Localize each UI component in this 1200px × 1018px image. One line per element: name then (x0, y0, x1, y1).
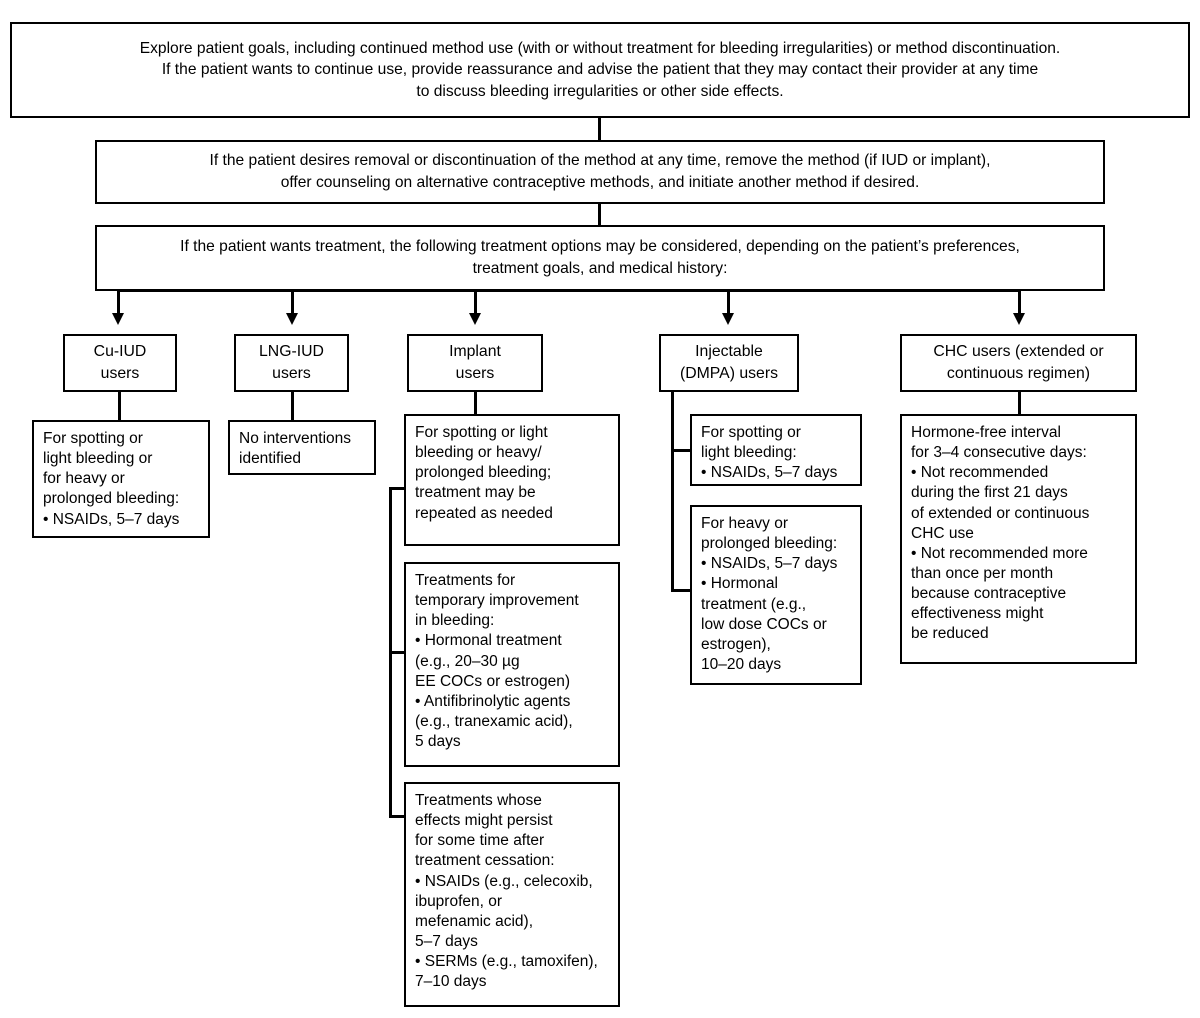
column-header-cu-iud-users: Cu-IUD users (63, 334, 177, 392)
connector-removal-to-treatment (598, 204, 601, 225)
column-header-implant-users-text: Implant users (449, 343, 501, 382)
node-implant-persistent-effects: Treatments whose effects might persist f… (404, 782, 620, 1007)
column-header-cu-iud-users-text: Cu-IUD users (93, 343, 147, 382)
connector-bus-to-implant (474, 289, 477, 315)
column-header-lng-iud-users: LNG-IUD users (234, 334, 349, 392)
connector-implant-to-box1 (474, 392, 477, 414)
node-injectable-spotting-text: For spotting or light bleeding: • NSAIDs… (701, 424, 838, 482)
arrowhead-cu-iud (112, 313, 124, 325)
node-lng-iud-no-interventions-text: No interventions identified (239, 430, 352, 468)
arrowhead-injectable (722, 313, 734, 325)
node-lng-iud-no-interventions: No interventions identified (228, 420, 376, 475)
connector-implant-bracket-stub-3 (389, 815, 406, 818)
column-header-implant-users: Implant users (407, 334, 543, 392)
column-header-chc-users-text: CHC users (extended or continuous regime… (933, 343, 1104, 382)
connector-bus-to-injectable (727, 289, 730, 315)
connector-implant-bracket-stub-2 (389, 651, 406, 654)
node-injectable-heavy-prolonged-text: For heavy or prolonged bleeding: • NSAID… (701, 515, 838, 673)
connector-injectable-bracket-stub-2 (671, 589, 692, 592)
node-implant-spotting-text: For spotting or light bleeding or heavy/… (415, 424, 553, 522)
arrowhead-implant (469, 313, 481, 325)
connector-cu-iud-to-box1 (118, 392, 121, 420)
node-treatment-options-text: If the patient wants treatment, the foll… (180, 238, 1020, 277)
connector-explore-to-removal (598, 118, 601, 140)
node-chc-hormone-free-interval-text: Hormone-free interval for 3–4 consecutiv… (911, 424, 1090, 643)
node-implant-persistent-effects-text: Treatments whose effects might persist f… (415, 792, 598, 991)
arrowhead-chc (1013, 313, 1025, 325)
column-header-injectable-dmpa-users-text: Injectable (DMPA) users (679, 343, 778, 382)
node-implant-temporary-improvement: Treatments for temporary improvement in … (404, 562, 620, 767)
node-implant-temporary-improvement-text: Treatments for temporary improvement in … (415, 572, 579, 751)
connector-bus-to-chc (1018, 289, 1021, 315)
connector-chc-to-box1 (1018, 392, 1021, 414)
node-explore-patient-goals: Explore patient goals, including continu… (10, 22, 1190, 118)
arrowhead-lng-iud (286, 313, 298, 325)
node-implant-spotting: For spotting or light bleeding or heavy/… (404, 414, 620, 546)
node-treatment-options: If the patient wants treatment, the foll… (95, 225, 1105, 291)
node-removal-discontinuation: If the patient desires removal or discon… (95, 140, 1105, 204)
connector-lng-iud-to-box1 (291, 392, 294, 420)
connector-bus-to-cu-iud (117, 289, 120, 315)
node-injectable-spotting: For spotting or light bleeding: • NSAIDs… (690, 414, 862, 486)
connector-injectable-bracket-spine (671, 392, 674, 591)
node-injectable-heavy-prolonged: For heavy or prolonged bleeding: • NSAID… (690, 505, 862, 685)
column-header-lng-iud-users-text: LNG-IUD users (259, 343, 324, 382)
connector-bus-to-lng-iud (291, 289, 294, 315)
node-explore-patient-goals-text: Explore patient goals, including continu… (139, 39, 1061, 100)
column-header-chc-users: CHC users (extended or continuous regime… (900, 334, 1137, 392)
node-chc-hormone-free-interval: Hormone-free interval for 3–4 consecutiv… (900, 414, 1137, 664)
connector-implant-bracket-stub-1 (389, 487, 406, 490)
connector-injectable-bracket-stub-1 (671, 449, 692, 452)
node-cu-iud-treatment: For spotting or light bleeding or for he… (32, 420, 210, 538)
node-cu-iud-treatment-text: For spotting or light bleeding or for he… (43, 430, 180, 528)
column-header-injectable-dmpa-users: Injectable (DMPA) users (659, 334, 799, 392)
node-removal-discontinuation-text: If the patient desires removal or discon… (209, 152, 991, 191)
